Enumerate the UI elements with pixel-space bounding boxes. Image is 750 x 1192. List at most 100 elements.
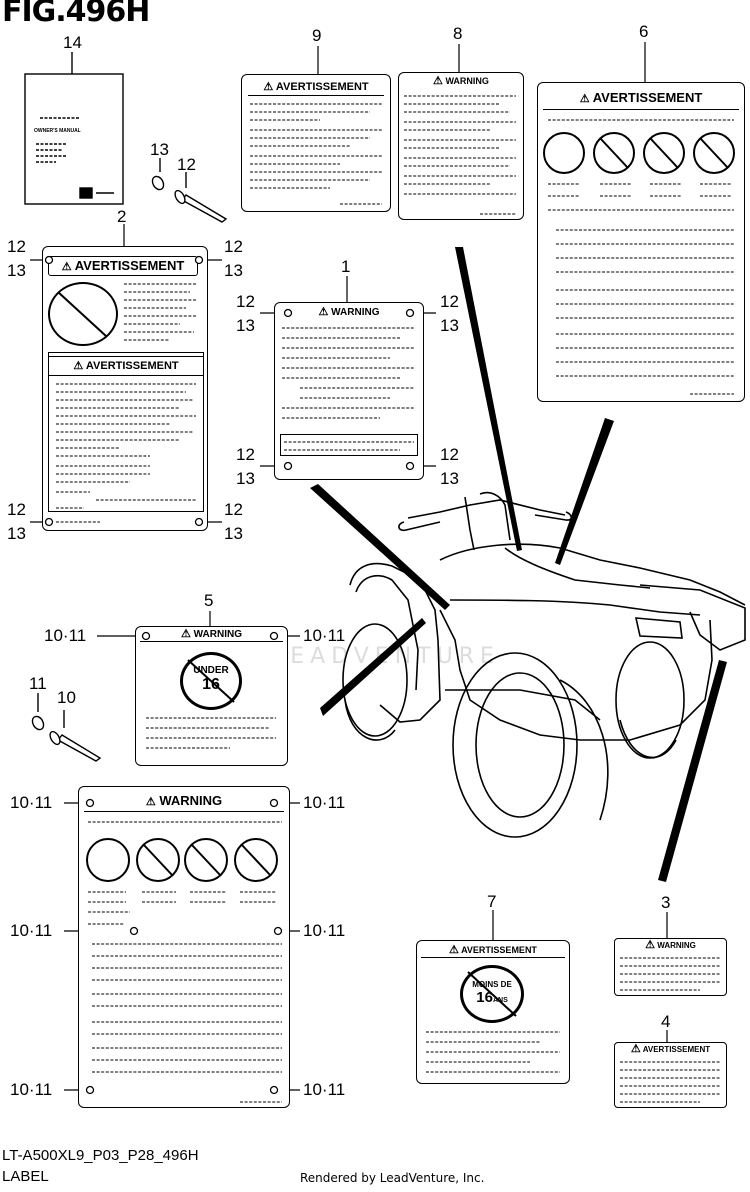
callout-12-l2-tl: 12 [7, 237, 26, 256]
callout-13-l1-tl: 13 [236, 316, 255, 335]
no-alcohol-icon [234, 838, 278, 882]
figure-title: FIG.496H [2, 0, 150, 29]
warning-triangle-icon: ⚠ [73, 360, 84, 372]
callout-13-l2-bl: 13 [7, 524, 26, 543]
warning-triangle-icon: ⚠ [145, 796, 156, 808]
callout-12-l2-tr: 12 [224, 237, 243, 256]
no-passenger-icon [184, 838, 228, 882]
callout-12-l1-bl: 12 [236, 445, 255, 464]
callout-10-11-e: 10·11 [10, 921, 53, 940]
figure-name: LABEL [2, 1168, 49, 1185]
label-3 [614, 938, 727, 996]
callout-12-l1-br: 12 [440, 445, 459, 464]
no-pavement-icon [593, 132, 635, 174]
callout-1: 1 [341, 257, 351, 276]
label-3-header-text: WARNING [657, 941, 696, 950]
warning-triangle-icon: ⚠ [630, 1043, 641, 1055]
callout-10-11-b: 10·11 [303, 626, 346, 645]
label-7-header-text: AVERTISSEMENT [461, 945, 537, 955]
figure-code: LT-A500XL9_P03_P28_496H [2, 1147, 199, 1164]
callout-10-11-a: 10·11 [44, 626, 87, 645]
label-8-header: ⚠ WARNING [404, 76, 518, 88]
leader-wedges [310, 247, 727, 882]
label-1-lower-box [280, 434, 418, 456]
callout-13-l2-tl: 13 [7, 261, 26, 280]
warning-triangle-icon: ⚠ [61, 261, 72, 273]
callout-8: 8 [453, 24, 463, 43]
moins-de-text: MOINS DE [472, 980, 512, 989]
rendered-by: Rendered by LeadVenture, Inc. [300, 1171, 485, 1185]
warning-triangle-icon: ⚠ [645, 939, 655, 951]
label-4-header-text: AVERTISSEMENT [642, 1045, 711, 1054]
label-2-lower-panel [48, 352, 204, 512]
warning-triangle-icon: ⚠ [579, 93, 590, 105]
label-5-upper-header-text: WARNING [193, 629, 242, 640]
label-2-header-2-text: AVERTISSEMENT [85, 360, 179, 372]
manual-drawing [24, 52, 124, 205]
label-3-header: ⚠ WARNING [618, 940, 723, 952]
rivet-12-13 [151, 158, 228, 223]
helmet-icon [543, 132, 585, 174]
label-2-header: ⚠ AVERTISSEMENT [48, 256, 198, 276]
warning-triangle-icon: ⚠ [449, 944, 459, 956]
callout-10-11-g: 10·11 [10, 1080, 53, 1099]
warning-triangle-icon: ⚠ [181, 628, 191, 640]
warning-triangle-icon: ⚠ [433, 75, 443, 87]
callout-12-l2-bl: 12 [7, 500, 26, 519]
callout-13-l1-br: 13 [440, 469, 459, 488]
callout-10-rivet: 10 [57, 688, 76, 707]
callout-12-l1-tl: 12 [236, 292, 255, 311]
callout-14: 14 [63, 33, 82, 52]
callout-12-rivet: 12 [177, 155, 196, 174]
label-8-header-text: WARNING [445, 76, 489, 86]
no-passenger-icon [643, 132, 685, 174]
callout-12-l2-br: 12 [224, 500, 243, 519]
label-6-header: ⚠ AVERTISSEMENT [543, 88, 739, 110]
label-7-header: ⚠ AVERTISSEMENT [421, 944, 565, 958]
callout-10-11-f: 10·11 [303, 921, 346, 940]
callout-2: 2 [117, 207, 127, 226]
callout-6: 6 [639, 22, 649, 41]
callout-13-l1-bl: 13 [236, 469, 255, 488]
under-16-icon: UNDER 16 [180, 652, 242, 710]
callout-4: 4 [661, 1012, 671, 1031]
label-4-header: ⚠ AVERTISSEMENT [618, 1044, 723, 1056]
sixteen-fr-text: 16 [476, 989, 493, 1006]
label-9-header: ⚠ AVERTISSEMENT [248, 80, 384, 96]
callout-13-l2-tr: 13 [224, 261, 243, 280]
callout-10-11-h: 10·11 [303, 1080, 346, 1099]
no-pavement-icon [136, 838, 180, 882]
label-5-upper-header: ⚠ WARNING [140, 628, 283, 642]
warning-triangle-icon: ⚠ [318, 306, 329, 318]
label-1-header-text: WARNING [331, 307, 380, 318]
under-text: UNDER [193, 665, 229, 676]
callout-12-l1-tr: 12 [440, 292, 459, 311]
sixteen-text: 16 [202, 676, 220, 693]
label-8 [398, 72, 524, 220]
callout-13-rivet: 13 [150, 140, 169, 159]
label-5-lower-header-text: WARNING [159, 793, 223, 808]
label-6-header-text: AVERTISSEMENT [592, 90, 703, 105]
callout-3: 3 [661, 893, 671, 912]
helmet-icon [86, 838, 130, 882]
label-5-upper [135, 626, 288, 766]
label-2-header-2: ⚠ AVERTISSEMENT [48, 356, 204, 376]
no-passenger-icon [48, 282, 118, 346]
callout-13-l2-br: 13 [224, 524, 243, 543]
callout-13-l1-tr: 13 [440, 316, 459, 335]
callout-10-11-d: 10·11 [303, 793, 346, 812]
atv-illustration [342, 491, 746, 838]
label-2-header-text: AVERTISSEMENT [74, 258, 185, 273]
callout-9: 9 [312, 26, 322, 45]
callout-7: 7 [487, 892, 497, 911]
callout-11-rivet: 11 [29, 674, 47, 693]
label-9-header-text: AVERTISSEMENT [275, 81, 369, 93]
label-5-lower-header: ⚠ WARNING [84, 792, 284, 812]
rivet-10-11 [31, 693, 102, 762]
warning-triangle-icon: ⚠ [263, 81, 274, 93]
callout-10-11-c: 10·11 [10, 793, 53, 812]
label-1-header: ⚠ WARNING [280, 306, 418, 320]
owners-manual-text: OWNER'S MANUAL [34, 128, 81, 134]
